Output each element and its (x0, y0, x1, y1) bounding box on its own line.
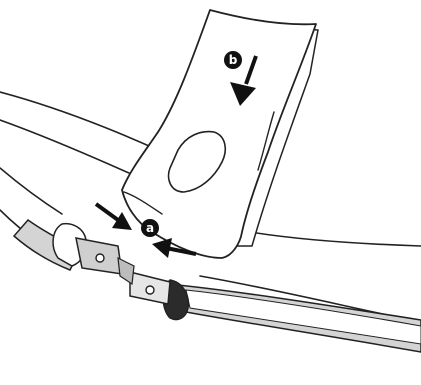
right-tube (163, 280, 421, 352)
inner-arc-left (0, 120, 140, 178)
step-badge-b: b (224, 51, 242, 69)
left-tube (14, 220, 86, 270)
arrow-a-left (96, 204, 132, 230)
pin-shaft (118, 258, 134, 284)
left-rim-curve (0, 168, 62, 214)
arrow-a-right-head (152, 238, 172, 258)
step-badge-a: a (141, 219, 159, 237)
arrow-a-left-shaft (96, 204, 118, 220)
pin-connector (76, 238, 170, 304)
step-badge-b-label: b (229, 53, 238, 67)
pin-hole-left (96, 254, 104, 262)
rim-curve-upper (250, 232, 421, 246)
pin-hole-right (146, 286, 154, 294)
step-badge-a-label: a (146, 221, 154, 235)
arrow-a-left-head (112, 212, 132, 230)
